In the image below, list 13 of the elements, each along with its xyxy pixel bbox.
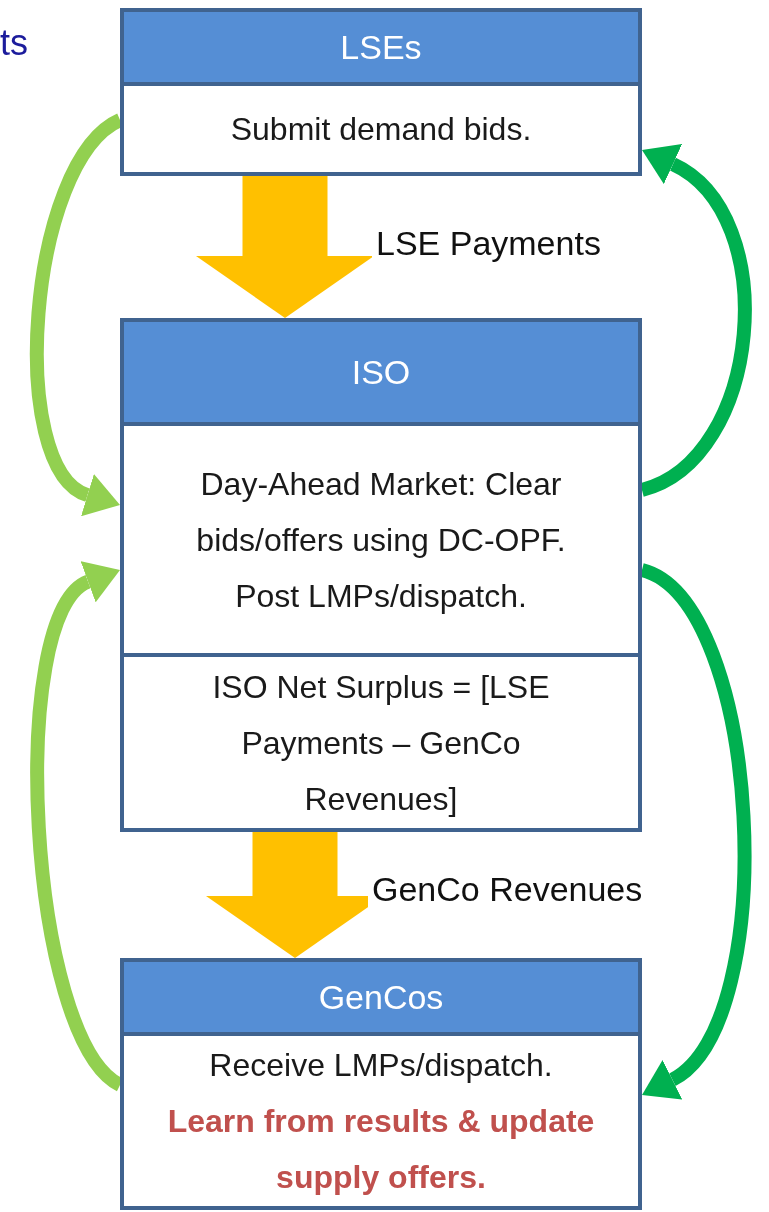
box-text: Day-Ahead Market: Clear bids/offers using DC-OPF. Post LMPs/dispatch. <box>195 464 567 616</box>
box-header: GenCos <box>124 962 638 1036</box>
box-text: Receive LMPs/dispatch. <box>209 1046 553 1085</box>
text-fragment: ts <box>0 22 28 64</box>
box-header: ISO <box>124 322 638 426</box>
block-arrow <box>196 176 374 318</box>
process-box <box>120 958 642 1210</box>
box-header: LSEs <box>124 12 638 86</box>
box-text: Learn from results & update supply offers. <box>166 1102 596 1197</box>
process-box <box>120 318 642 832</box>
box-text: ISO Net Surplus = [LSE Payments – GenCo Revenues] <box>211 667 551 819</box>
process-box <box>120 8 642 176</box>
box-text: Submit demand bids. <box>230 110 532 149</box>
